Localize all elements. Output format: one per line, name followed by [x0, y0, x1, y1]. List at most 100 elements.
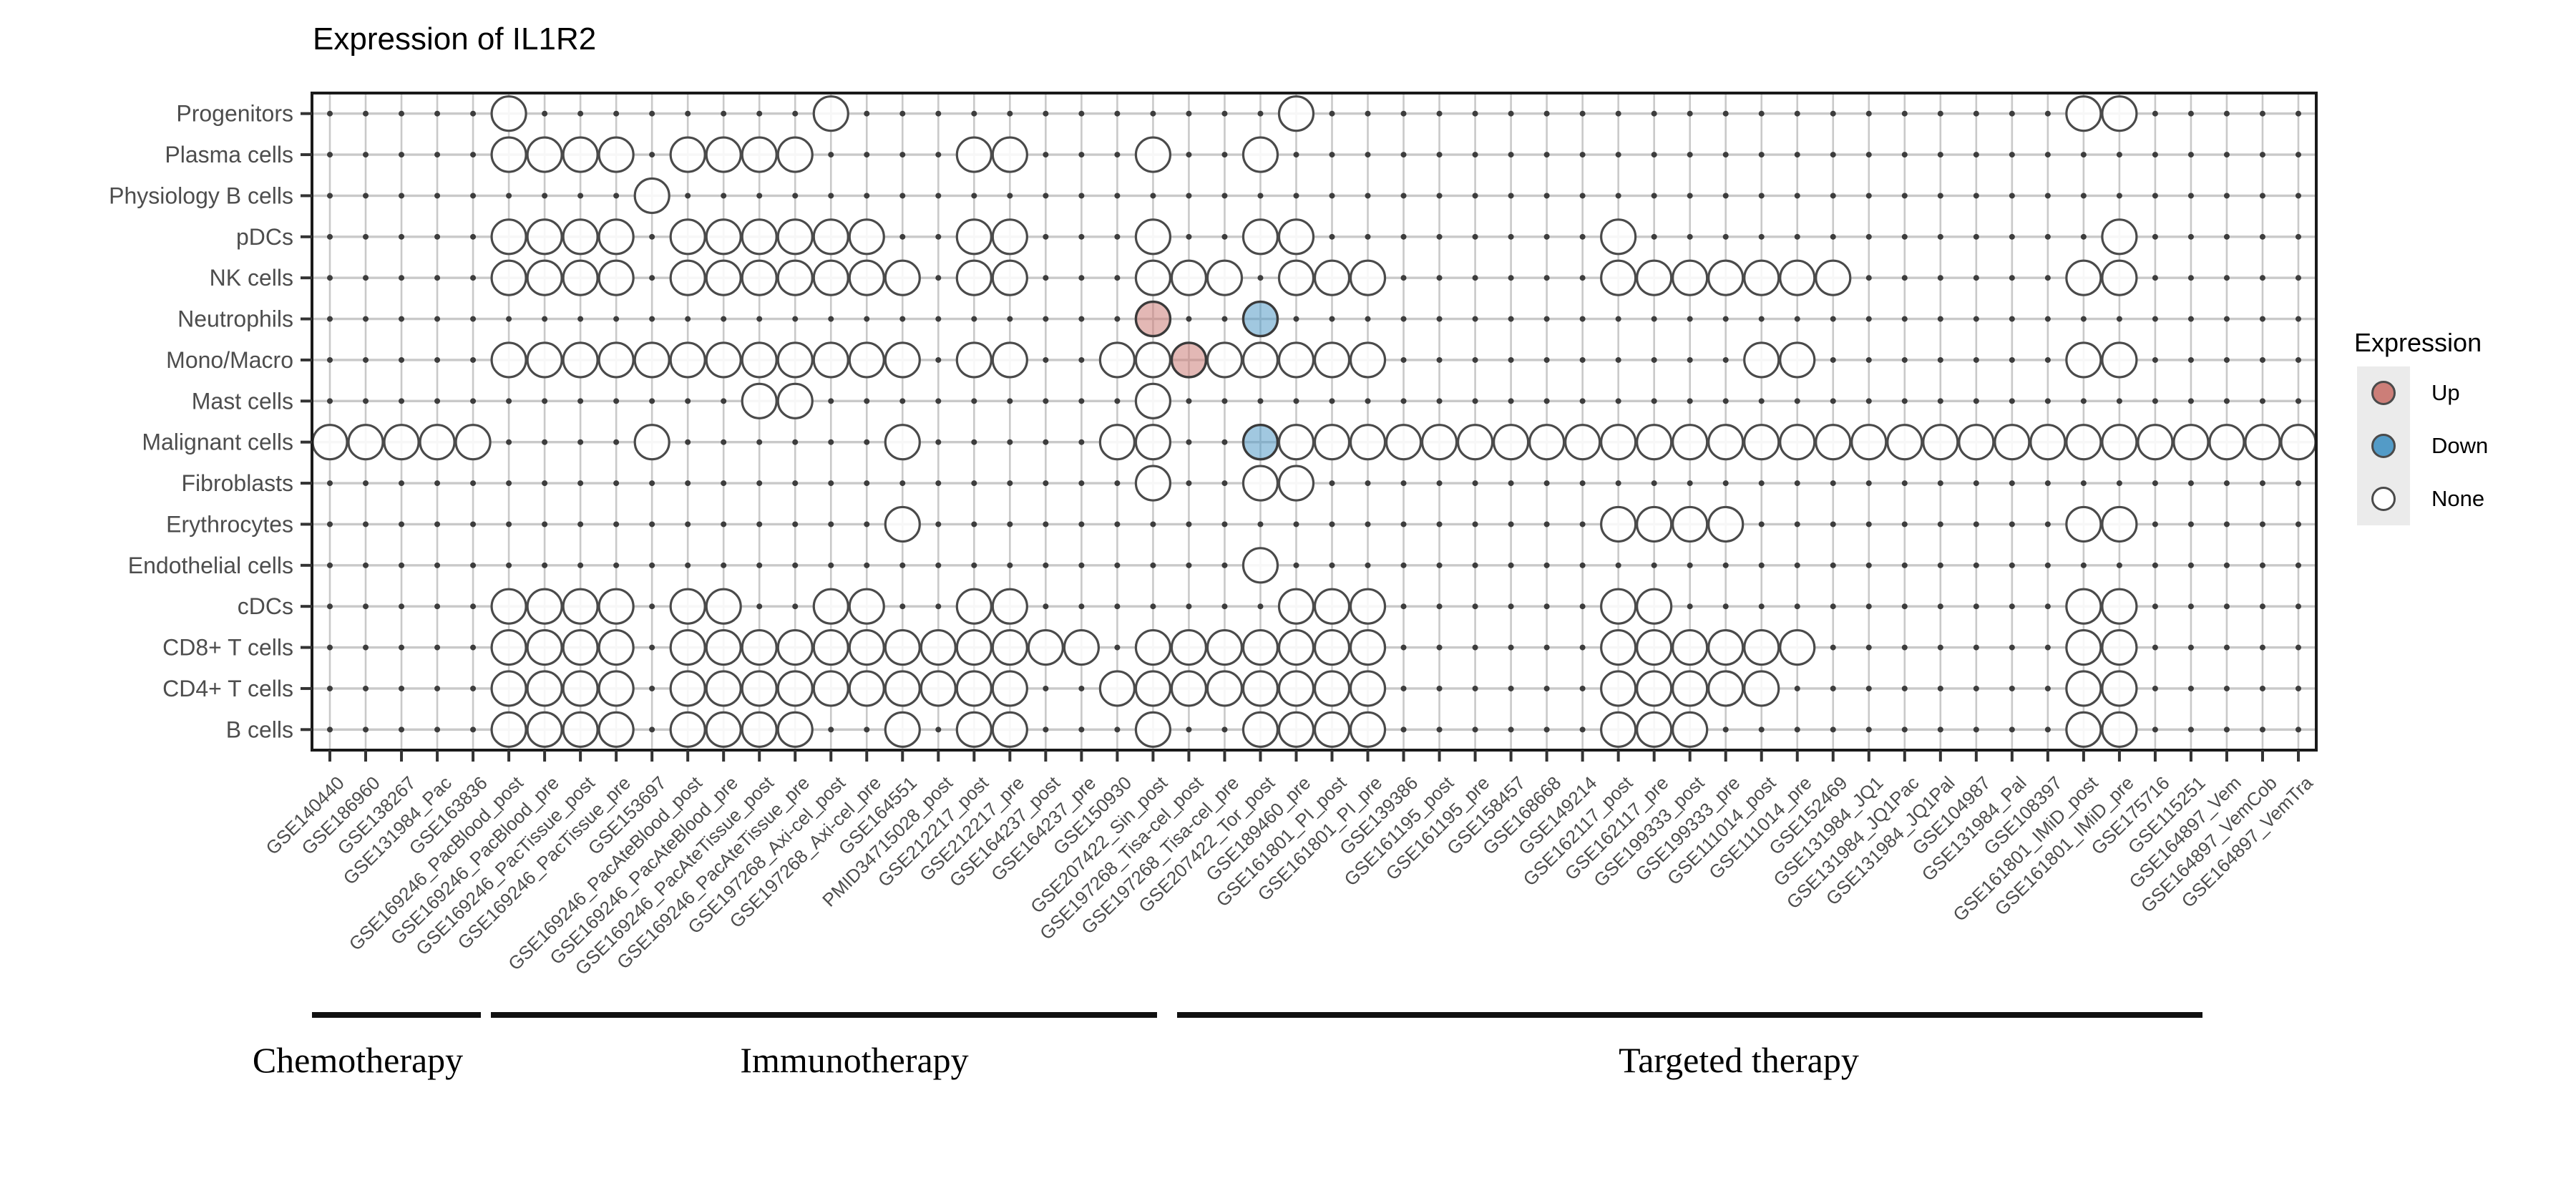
expression-circle-none: [1277, 711, 1315, 748]
grid-dot: [2295, 110, 2301, 117]
expression-circle-none: [633, 424, 670, 461]
grid-dot: [1007, 316, 1013, 322]
grid-dot: [1186, 110, 1192, 117]
grid-dot: [1937, 685, 1943, 691]
grid-dot: [1436, 193, 1443, 199]
grid-dot: [1329, 110, 1335, 117]
expression-circle-none: [2208, 424, 2245, 461]
grid-dot: [649, 685, 655, 691]
grid-dot: [1293, 521, 1299, 528]
grid-dot: [613, 521, 620, 528]
grid-dot: [1973, 233, 1979, 240]
expression-circle-none: [1098, 424, 1136, 461]
grid-dot: [1508, 521, 1514, 528]
grid-dot: [1472, 193, 1478, 199]
grid-dot: [1114, 603, 1121, 610]
grid-dot: [1973, 110, 1979, 117]
grid-dot: [2259, 685, 2265, 691]
grid-dot: [327, 685, 333, 691]
grid-dot: [1114, 644, 1121, 651]
grid-dot: [1901, 521, 1908, 528]
grid-dot: [613, 480, 620, 487]
expression-circle-none: [884, 670, 921, 707]
grid-dot: [1758, 316, 1765, 322]
expression-circle-none: [1277, 95, 1315, 132]
expression-circle-none: [955, 711, 992, 748]
expression-circle-none: [1958, 424, 1995, 461]
grid-dot: [2009, 356, 2015, 363]
grid-dot: [1901, 644, 1908, 651]
grid-dot: [327, 521, 333, 528]
grid-dot: [1973, 562, 1979, 568]
expression-circle-none: [741, 259, 778, 296]
grid-dot: [1973, 521, 1979, 528]
y-axis-label: Progenitors: [176, 101, 293, 127]
expression-circle-none: [1743, 670, 1780, 707]
grid-dot: [721, 110, 727, 117]
expression-circle-none: [1815, 259, 1852, 296]
grid-dot: [1150, 110, 1156, 117]
grid-dot: [899, 233, 906, 240]
expression-circle-none: [2065, 424, 2102, 461]
grid-dot: [1973, 316, 1979, 322]
grid-dot: [1186, 439, 1192, 445]
grid-dot: [899, 193, 906, 199]
expression-circle-none: [1241, 218, 1279, 256]
y-axis-label: Endothelial cells: [128, 553, 293, 578]
grid-dot: [327, 316, 333, 322]
grid-dot: [1830, 193, 1836, 199]
grid-dot: [1794, 193, 1800, 199]
grid-dot: [1365, 233, 1371, 240]
grid-dot: [792, 521, 799, 528]
grid-dot: [2080, 480, 2087, 487]
grid-dot: [2295, 275, 2301, 281]
grid-dot: [1722, 193, 1729, 199]
grid-dot: [1114, 152, 1121, 158]
grid-dot: [1543, 152, 1550, 158]
expression-circle-none: [2065, 670, 2102, 707]
grid-dot: [1043, 275, 1049, 281]
expression-circle-none: [1349, 259, 1387, 296]
expression-circle-none: [1277, 670, 1315, 707]
grid-dot: [2187, 356, 2194, 363]
grid-dot: [1186, 152, 1192, 158]
grid-dot: [2259, 110, 2265, 117]
grid-dot: [1186, 398, 1192, 404]
grid-dot: [2044, 152, 2051, 158]
expression-circle-none: [597, 259, 635, 296]
grid-dot: [2295, 193, 2301, 199]
grid-dot: [1830, 110, 1836, 117]
expression-circle-none: [1277, 424, 1315, 461]
expression-circle-none: [2065, 505, 2102, 543]
grid-dot: [2187, 685, 2194, 691]
grid-dot: [1043, 356, 1049, 363]
grid-dot: [1436, 644, 1443, 651]
grid-dot: [685, 521, 691, 528]
grid-dot: [1722, 356, 1729, 363]
grid-dot: [1329, 521, 1335, 528]
grid-dot: [2259, 726, 2265, 733]
y-axis-label: Mast cells: [192, 388, 293, 414]
grid-dot: [1114, 275, 1121, 281]
expression-circle-none: [1134, 424, 1172, 461]
expression-circle-none: [1134, 628, 1172, 666]
grid-dot: [1114, 521, 1121, 528]
expression-circle-none: [1600, 670, 1637, 707]
grid-dot: [1615, 316, 1621, 322]
grid-dot: [1436, 726, 1443, 733]
grid-dot: [1043, 521, 1049, 528]
grid-dot: [792, 603, 799, 610]
grid-dot: [1865, 398, 1872, 404]
grid-dot: [327, 233, 333, 240]
grid-dot: [864, 480, 870, 487]
grid-dot: [2044, 356, 2051, 363]
expression-circle-none: [633, 341, 670, 379]
expression-circle-none: [2029, 424, 2067, 461]
grid-dot: [1472, 603, 1478, 610]
grid-dot: [1579, 193, 1586, 199]
grid-dot: [2152, 356, 2158, 363]
grid-dot: [756, 521, 763, 528]
grid-dot: [2152, 685, 2158, 691]
grid-dot: [2080, 193, 2087, 199]
grid-dot: [363, 233, 369, 240]
